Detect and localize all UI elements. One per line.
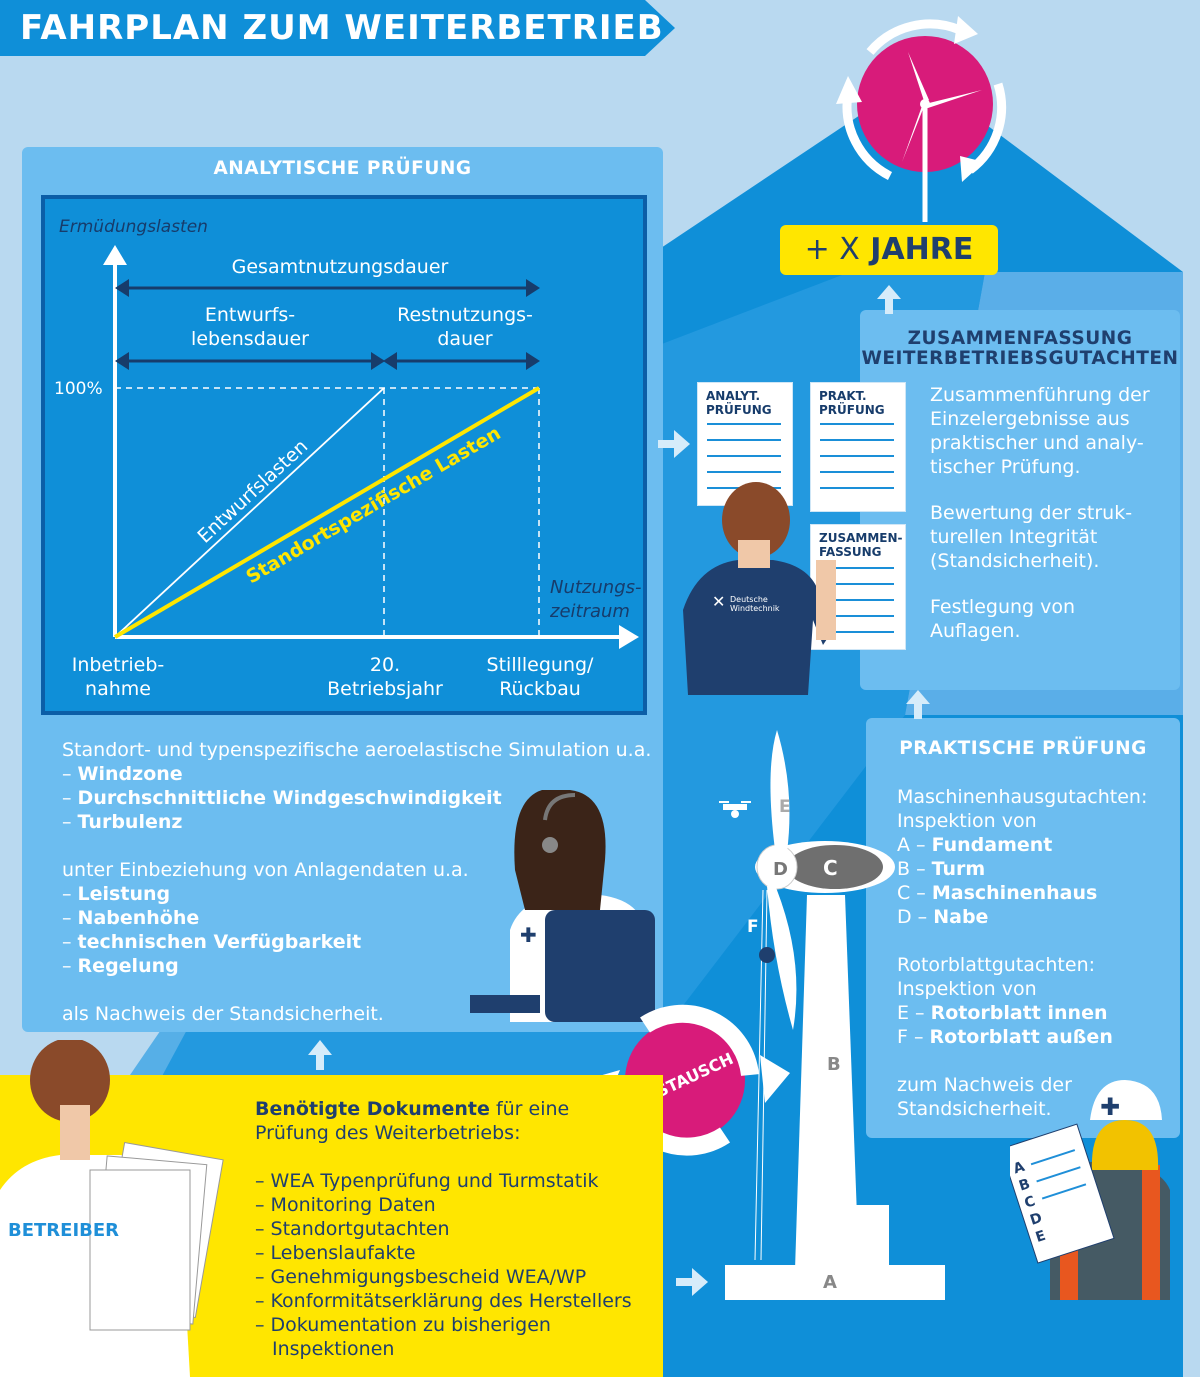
data-item: – Leistung bbox=[62, 883, 171, 905]
doc-practical: PRAKT. PRÜFUNG bbox=[810, 382, 906, 512]
inspector-figure: ✚ A B C D E bbox=[1010, 1080, 1170, 1300]
blade-down bbox=[767, 885, 797, 1030]
foundation bbox=[725, 1265, 945, 1300]
wind-turbine-illustration: E D C F B A bbox=[719, 730, 945, 1300]
roof-shape bbox=[625, 75, 1183, 272]
doc-item: – Lebenslaufakte bbox=[255, 1242, 416, 1264]
sim-item: – Durchschnittliche Windgeschwindigkeit bbox=[62, 787, 502, 809]
doc-item: – Monitoring Daten bbox=[255, 1194, 436, 1216]
y-axis-arrow bbox=[103, 245, 127, 265]
span-design-label-2: lebensdauer bbox=[191, 328, 309, 350]
nacelle-item: D – Nabe bbox=[897, 906, 989, 928]
data-item: – Nabenhöhe bbox=[62, 907, 200, 929]
span-design-arrow bbox=[115, 352, 385, 370]
summary-panel bbox=[860, 310, 1180, 690]
svg-text:BETREIBER: BETREIBER bbox=[8, 1220, 119, 1241]
blade-item: E – Rotorblatt innen bbox=[897, 1002, 1108, 1024]
operator-docs: Benötigte Dokumente für eine Prüfung des… bbox=[255, 1097, 655, 1361]
result-badge: + X JAHRE bbox=[780, 225, 998, 275]
svg-text:C: C bbox=[1023, 1193, 1038, 1211]
svg-text:C: C bbox=[823, 856, 838, 880]
svg-text:Windtechnik: Windtechnik bbox=[730, 604, 780, 613]
svg-text:✚: ✚ bbox=[520, 923, 537, 947]
svg-text:✕: ✕ bbox=[712, 592, 725, 611]
nacelle-item: A – Fundament bbox=[897, 834, 1053, 856]
analytic-text: Standort- und typenspezifische aeroelast… bbox=[62, 738, 652, 1026]
span-rest-label-2: dauer bbox=[437, 328, 493, 350]
tower-door bbox=[843, 1205, 889, 1270]
x-axis-label-2: zeitraum bbox=[550, 601, 630, 622]
svg-text:A: A bbox=[1011, 1159, 1026, 1178]
site-load-line bbox=[113, 386, 541, 639]
page-title: FAHRPLAN ZUM WEITERBETRIEB bbox=[20, 8, 664, 48]
practical-heading: PRAKTISCHE PRÜFUNG bbox=[899, 738, 1147, 759]
result-jahre: JAHRE bbox=[870, 232, 974, 267]
span-design-label-1: Entwurfs- bbox=[204, 304, 296, 326]
span-rest-arrow bbox=[383, 352, 540, 370]
practical-text: Maschinenhausgutachten: Inspektion von A… bbox=[897, 785, 1177, 1121]
doc-item: – WEA Typenprüfung und Turmstatik bbox=[255, 1170, 599, 1192]
result-plus: + X bbox=[804, 232, 860, 267]
doc-item: – Dokumentation zu bisherigen bbox=[255, 1314, 551, 1336]
svg-text:A: A bbox=[823, 1272, 837, 1293]
doc-item-cont: Inspektionen bbox=[272, 1338, 395, 1360]
y-axis-label: Ermüdungslasten bbox=[59, 217, 208, 237]
wind-turbine-cycle-icon bbox=[836, 16, 1007, 222]
svg-text:D: D bbox=[1028, 1210, 1044, 1229]
practical-panel bbox=[866, 718, 1180, 1138]
analytic-heading: ANALYTISCHE PRÜFUNG bbox=[213, 158, 472, 179]
svg-text:E: E bbox=[779, 797, 791, 817]
y-tick-100: 100% bbox=[54, 379, 103, 399]
fatigue-chart: Entwurfslasten Standortspezifische Laste… bbox=[41, 195, 647, 715]
span-total-label: Gesamtnutzungsdauer bbox=[231, 256, 449, 278]
site-load-label: Standortspezifische Lasten bbox=[242, 422, 504, 588]
svg-text:B: B bbox=[1017, 1176, 1032, 1195]
svg-text:B: B bbox=[827, 1054, 841, 1075]
checklist-icon: A B C D E bbox=[1010, 1123, 1115, 1264]
data-item: – Regelung bbox=[62, 955, 179, 977]
nacelle-item: B – Turm bbox=[897, 858, 986, 880]
analytic-outro: als Nachweis der Standsicherheit. bbox=[62, 1003, 384, 1025]
svg-text:D: D bbox=[773, 859, 788, 880]
sim-item: – Windzone bbox=[62, 763, 183, 785]
svg-text:E: E bbox=[1034, 1228, 1048, 1246]
span-total-arrow bbox=[115, 279, 540, 297]
x-axis-arrow bbox=[619, 625, 639, 649]
nacelle-item: C – Maschinenhaus bbox=[897, 882, 1098, 904]
operator-figure: BETREIBER bbox=[0, 1040, 224, 1377]
fatigue-chart-svg: Entwurfslasten Standortspezifische Laste… bbox=[103, 245, 639, 649]
svg-text:Deutsche: Deutsche bbox=[730, 595, 768, 604]
x-label-mid-1: 20. bbox=[369, 654, 401, 676]
sim-intro: Standort- und typenspezifische aeroelast… bbox=[62, 739, 652, 761]
x-label-end-1: Stilllegung/ bbox=[486, 654, 594, 676]
summary-heading-1: ZUSAMMENFASSUNG bbox=[907, 328, 1133, 349]
analyst-figure: ✚ bbox=[470, 790, 655, 1022]
sim-item: – Turbulenz bbox=[62, 811, 183, 833]
blade-item: F – Rotorblatt außen bbox=[897, 1026, 1113, 1048]
doc-item: – Konformitätserklärung des Herstellers bbox=[255, 1290, 632, 1312]
x-label-start-2: nahme bbox=[85, 678, 151, 700]
x-label-end-2: Rückbau bbox=[499, 678, 581, 700]
x-label-mid-2: Betriebsjahr bbox=[327, 678, 443, 700]
drone-icon bbox=[719, 801, 751, 818]
x-label-start-1: Inbetrieb- bbox=[71, 654, 165, 676]
x-axis-label-1: Nutzungs- bbox=[550, 577, 642, 598]
operator-papers bbox=[89, 1141, 224, 1331]
data-item: – technischen Verfügbarkeit bbox=[62, 931, 362, 953]
blade-up bbox=[770, 730, 790, 852]
design-load-line bbox=[114, 387, 385, 638]
summary-heading-2: WEITERBETRIEBSGUTACHTEN bbox=[861, 348, 1179, 369]
title-banner bbox=[0, 0, 675, 56]
doc-item: – Genehmigungsbescheid WEA/WP bbox=[255, 1266, 587, 1288]
span-rest-label-1: Restnutzungs- bbox=[397, 304, 533, 326]
tower bbox=[795, 895, 859, 1270]
data-intro: unter Einbeziehung von Anlagendaten u.a. bbox=[62, 859, 469, 881]
svg-text:✚: ✚ bbox=[1100, 1093, 1120, 1121]
expert-figure: ✕ Deutsche Windtechnik bbox=[683, 482, 836, 695]
doc-item: – Standortgutachten bbox=[255, 1218, 450, 1240]
svg-text:F: F bbox=[747, 917, 759, 937]
